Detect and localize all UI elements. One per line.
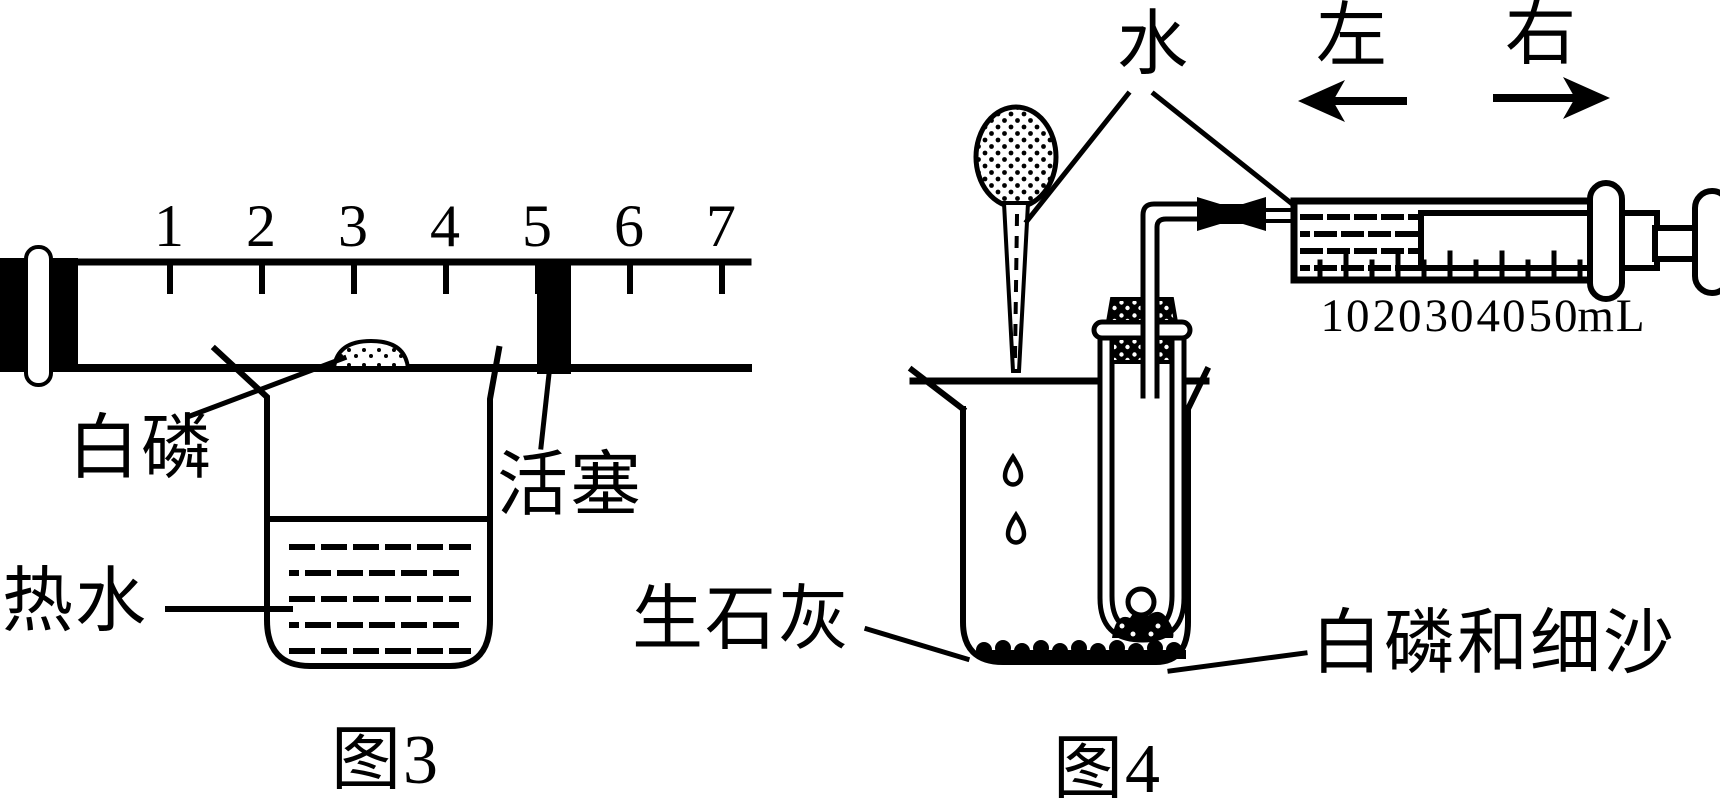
- water-leader-to-syringe: [1150, 90, 1295, 207]
- label-phosphorus-and-sand: 白磷和细沙: [1311, 605, 1677, 683]
- figure4-caption: 图4: [1053, 731, 1162, 808]
- bent-tube-fill: [1144, 205, 1202, 400]
- scale-ticks: [167, 263, 725, 294]
- beaker4-left-flare: [907, 365, 968, 414]
- bent-tube-outer-line: [1140, 201, 1200, 399]
- tube-scale-5: 5: [522, 193, 554, 259]
- piston: [537, 265, 571, 374]
- sand-speckles: [1119, 623, 1161, 637]
- syringe-ticks: [1317, 250, 1583, 278]
- syringe-scale-40: 40: [1476, 290, 1528, 342]
- tube-scale-3: 3: [338, 193, 370, 259]
- white-phosphorus-ball: [1125, 586, 1157, 618]
- white-phosphorus-blob: [331, 338, 411, 370]
- figure3-apparatus: [0, 245, 752, 669]
- white-phosphorus-leader: [186, 354, 348, 420]
- beaker4-outline: [960, 406, 1191, 665]
- syringe-scale-20: 20: [1372, 290, 1424, 342]
- tube-scale-4: 4: [430, 193, 462, 259]
- tube-scale-1: 1: [154, 193, 186, 259]
- phosphorus-sand-leader: [1167, 650, 1308, 674]
- plunger-flange: [1587, 180, 1625, 302]
- tube-scale-7: 7: [706, 193, 738, 259]
- dropper-stem-dashes: [1012, 213, 1020, 361]
- plunger-thumb-rest: [1692, 188, 1720, 296]
- right-arrow: [1493, 77, 1610, 119]
- quicklime-leader: [863, 625, 971, 663]
- plunger-neck: [1652, 225, 1701, 262]
- tube-scale-6: 6: [614, 193, 646, 259]
- tube-connector: [1197, 197, 1266, 231]
- fine-sand-mound: [1112, 610, 1174, 638]
- beaker3-outline: [210, 344, 503, 669]
- quicklime-sediment: [976, 640, 1186, 659]
- seal-slot: [24, 245, 53, 387]
- left-arrow: [1298, 80, 1407, 122]
- test-tube-outer: [1097, 334, 1187, 643]
- label-water: 水: [1117, 6, 1191, 84]
- label-hot-water: 热水: [2, 563, 149, 641]
- beaker4-right-flare: [1183, 365, 1212, 414]
- syringe-scale-unit: mL: [1577, 290, 1647, 342]
- syringe-scale-50: 50: [1528, 290, 1580, 342]
- bent-tube-inner-line: [1154, 216, 1200, 399]
- label-quicklime: 生石灰: [632, 581, 852, 659]
- tube-scale-2: 2: [246, 193, 278, 259]
- dropper-bulb: [973, 104, 1059, 210]
- water-droplets: [1002, 452, 1027, 545]
- label-left: 左: [1316, 0, 1390, 76]
- figure3-caption: 图3: [331, 722, 440, 799]
- figure4-apparatus: [863, 77, 1720, 674]
- label-right: 右: [1505, 0, 1579, 74]
- water-leader-to-dropper: [1023, 90, 1132, 225]
- hot-water-dashes: [289, 544, 471, 654]
- piston-leader: [538, 371, 552, 450]
- syringe-scale-10: 10: [1320, 290, 1372, 342]
- label-piston: 活塞: [497, 447, 644, 525]
- label-white-phosphorus: 白磷: [68, 410, 215, 488]
- syringe-scale-30: 30: [1424, 290, 1476, 342]
